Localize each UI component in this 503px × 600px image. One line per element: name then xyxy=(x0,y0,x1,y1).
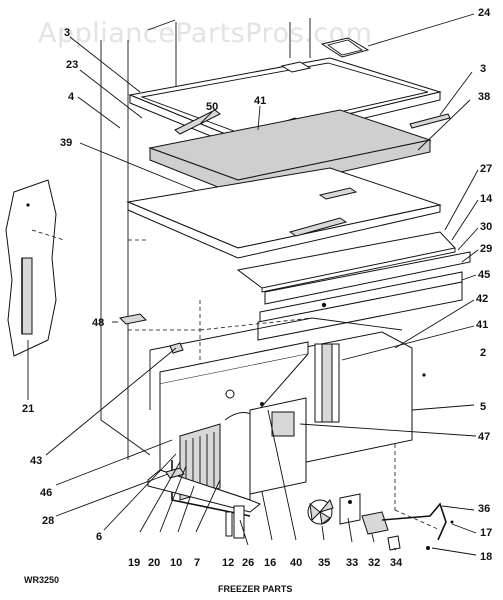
callout-27: 27 xyxy=(480,163,492,175)
callout-38: 38 xyxy=(478,91,490,103)
callout-34: 34 xyxy=(390,557,403,569)
callout-24: 24 xyxy=(478,7,491,19)
gasket-24 xyxy=(320,37,370,58)
callout-leaders xyxy=(27,13,479,556)
duct-panel-29-45 xyxy=(257,251,471,341)
fan-blade-35 xyxy=(307,499,334,525)
callout-21: 21 xyxy=(22,403,34,415)
callout-43: 43 xyxy=(30,455,42,467)
callout-4: 4 xyxy=(68,91,75,103)
callout-30: 30 xyxy=(480,221,492,233)
callout-48: 48 xyxy=(92,317,104,329)
fan-motor-33-34 xyxy=(339,493,454,551)
callout-3-top: 3 xyxy=(64,27,70,39)
callout-36: 36 xyxy=(478,503,490,515)
callout-29: 29 xyxy=(480,243,492,255)
callout-labels: 3 23 4 50 41 24 3 38 39 27 14 30 29 45 4… xyxy=(22,7,493,569)
callout-33: 33 xyxy=(346,557,358,569)
heater-panel-40-47 xyxy=(249,397,307,495)
shelf-39 xyxy=(126,167,442,259)
watermark: AppliancePartsPros.com xyxy=(38,18,372,49)
callout-10: 10 xyxy=(170,557,182,569)
rails-27-14-30 xyxy=(236,231,456,293)
evaporator-assembly xyxy=(147,341,309,517)
support-48 xyxy=(118,313,148,325)
callout-18: 18 xyxy=(480,551,492,563)
callout-26: 26 xyxy=(242,557,254,569)
callout-41-right: 41 xyxy=(476,319,488,331)
callout-45: 45 xyxy=(478,269,490,281)
callout-40: 40 xyxy=(290,557,302,569)
callout-19: 19 xyxy=(128,557,140,569)
callout-39: 39 xyxy=(60,137,72,149)
callout-42: 42 xyxy=(476,293,488,305)
air-duct-41 xyxy=(314,343,340,423)
callout-41-top: 41 xyxy=(254,95,266,107)
callout-28: 28 xyxy=(42,515,54,527)
callout-50: 50 xyxy=(206,101,218,113)
liner-38 xyxy=(148,109,432,196)
callout-23: 23 xyxy=(66,59,78,71)
rear-liner xyxy=(149,317,403,410)
callout-20: 20 xyxy=(148,557,160,569)
callout-32: 32 xyxy=(368,557,380,569)
callout-14: 14 xyxy=(480,193,493,205)
callout-2: 2 xyxy=(480,347,486,359)
callout-17: 17 xyxy=(480,527,492,539)
diagram-caption: FREEZER PARTS xyxy=(218,584,292,594)
bracket-3 xyxy=(409,113,451,129)
callout-46: 46 xyxy=(40,487,52,499)
part-26 xyxy=(233,505,245,539)
model-code: WR3250 xyxy=(24,575,59,585)
callout-6: 6 xyxy=(96,531,102,543)
callout-5: 5 xyxy=(480,401,486,413)
panel-21 xyxy=(5,179,65,357)
callout-35: 35 xyxy=(318,557,330,569)
callout-47: 47 xyxy=(478,431,490,443)
callout-16: 16 xyxy=(264,557,276,569)
callout-12: 12 xyxy=(222,557,234,569)
part-12 xyxy=(225,511,233,537)
callout-7: 7 xyxy=(194,557,200,569)
callout-3-right: 3 xyxy=(480,63,486,75)
